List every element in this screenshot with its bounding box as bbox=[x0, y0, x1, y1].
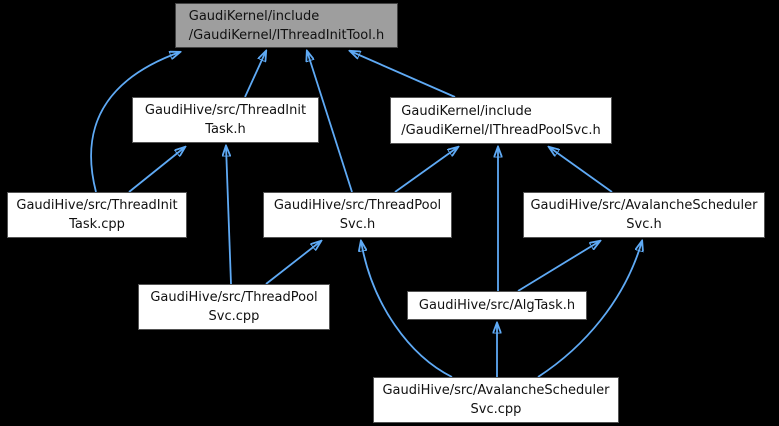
node-label: GaudiHive/src/ThreadInit Task.h bbox=[144, 103, 307, 137]
edge-threadpoolsvc-h-to-ithreadinittool-h bbox=[307, 51, 353, 193]
edge-avalancheschedulersvc-cpp-to-threadpoolsvc-h bbox=[361, 241, 453, 378]
edge-threadinittask-h-to-ithreadinittool-h bbox=[244, 51, 266, 98]
node-label: GaudiKernel/include /GaudiKernel/IThread… bbox=[188, 8, 385, 43]
node-label: GaudiHive/src/ThreadPool Svc.h bbox=[273, 198, 442, 232]
node-avalancheschedulersvc-h[interactable]: GaudiHive/src/AvalancheScheduler Svc.h bbox=[523, 192, 765, 238]
node-threadpoolsvc-cpp[interactable]: GaudiHive/src/ThreadPool Svc.cpp bbox=[138, 284, 330, 330]
node-label: GaudiHive/src/ThreadInit Task.cpp bbox=[16, 198, 178, 232]
node-label: GaudiHive/src/AvalancheScheduler Svc.h bbox=[530, 198, 758, 232]
node-label: GaudiKernel/include /GaudiKernel/IThread… bbox=[401, 103, 601, 138]
node-ithreadpoolsvc-h[interactable]: GaudiKernel/include /GaudiKernel/IThread… bbox=[390, 97, 612, 144]
edge-threadpoolsvc-h-to-ithreadpoolsvc-h bbox=[394, 147, 458, 193]
node-threadpoolsvc-h[interactable]: GaudiHive/src/ThreadPool Svc.h bbox=[263, 192, 452, 238]
edge-algtask-h-to-avalancheschedulersvc-h bbox=[517, 241, 600, 292]
node-label: GaudiHive/src/AlgTask.h bbox=[418, 298, 576, 313]
edge-threadpoolsvc-cpp-to-threadinittask-h bbox=[226, 146, 232, 285]
node-avalancheschedulersvc-cpp[interactable]: GaudiHive/src/AvalancheScheduler Svc.cpp bbox=[373, 377, 619, 423]
edge-threadinittask-cpp-to-threadinittask-h bbox=[128, 147, 185, 193]
edge-threadinittask-cpp-to-ithreadinittool-h bbox=[90, 52, 180, 193]
edge-avalancheschedulersvc-cpp-to-avalancheschedulersvc-h bbox=[537, 241, 642, 378]
node-label: GaudiHive/src/ThreadPool Svc.cpp bbox=[150, 290, 318, 324]
node-ithreadinittool-h[interactable]: GaudiKernel/include /GaudiKernel/IThread… bbox=[175, 3, 398, 48]
edge-ithreadpoolsvc-h-to-ithreadinittool-h bbox=[350, 51, 456, 98]
node-label: GaudiHive/src/AvalancheScheduler Svc.cpp bbox=[382, 383, 610, 417]
node-threadinittask-cpp[interactable]: GaudiHive/src/ThreadInit Task.cpp bbox=[7, 192, 187, 238]
node-algtask-h[interactable]: GaudiHive/src/AlgTask.h bbox=[407, 291, 587, 320]
edge-avalancheschedulersvc-h-to-ithreadpoolsvc-h bbox=[549, 147, 613, 193]
node-threadinittask-h[interactable]: GaudiHive/src/ThreadInit Task.h bbox=[132, 97, 319, 143]
edge-threadpoolsvc-cpp-to-threadpoolsvc-h bbox=[265, 241, 321, 285]
